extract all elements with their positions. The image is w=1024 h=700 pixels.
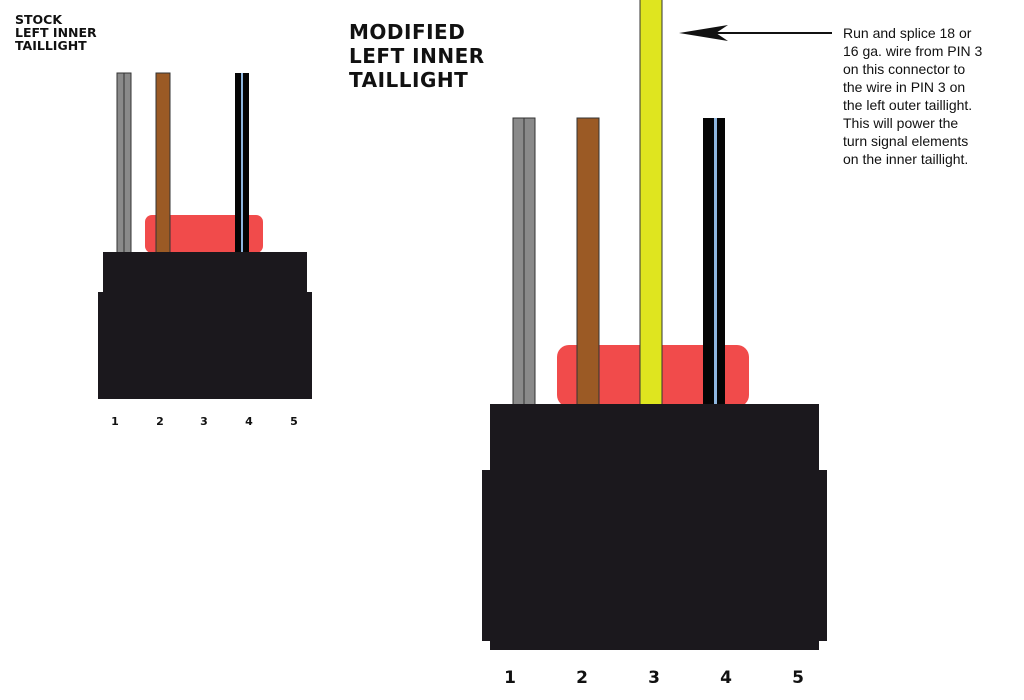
stock-connector: 1 2 3 4 5 — [98, 72, 312, 428]
modified-pin-label-2: 2 — [576, 668, 588, 688]
stock-wire-pin-1-gray — [116, 72, 132, 254]
modified-pin-label-5: 5 — [792, 668, 804, 688]
modified-wire-pin-2-brown — [576, 117, 600, 409]
modified-wire-pin-1-gray — [512, 117, 536, 409]
stock-title-line-3: TAILLIGHT — [15, 38, 87, 54]
modified-connector-body-bottom — [490, 636, 819, 650]
stock-title: STOCK LEFT INNER TAILLIGHT — [15, 12, 97, 54]
modified-connector-body-top — [490, 404, 819, 476]
modified-title: MODIFIED LEFT INNER TAILLIGHT — [349, 20, 485, 92]
modified-pin-label-3: 3 — [648, 668, 660, 688]
modified-wire-pin-4-black-blue — [703, 118, 725, 408]
stock-pin-label-2: 2 — [156, 415, 164, 428]
stock-latch — [145, 215, 263, 253]
stock-pin-label-5: 5 — [290, 415, 298, 428]
stock-connector-body — [98, 292, 312, 399]
left-arrow-icon — [679, 25, 832, 41]
stock-pin-label-4: 4 — [245, 415, 253, 428]
stock-connector-body-top — [103, 252, 307, 297]
modified-connector-body — [482, 470, 827, 641]
stock-wire-pin-4-black-blue — [235, 73, 249, 253]
stock-pin-label-1: 1 — [111, 415, 119, 428]
modified-title-line-1: MODIFIED — [349, 20, 466, 44]
stock-title-line-1: STOCK — [15, 12, 63, 27]
modified-connector: 1 2 3 4 5 — [482, 0, 827, 688]
stock-wire-pin-2-brown — [155, 72, 171, 254]
stock-pin-label-3: 3 — [200, 415, 208, 428]
modified-pin-label-1: 1 — [504, 668, 516, 688]
stock-title-line-2: LEFT INNER — [15, 25, 97, 41]
modified-wire-pin-3-yellow — [639, 0, 663, 409]
modified-title-line-3: TAILLIGHT — [349, 68, 469, 92]
modified-title-line-2: LEFT INNER — [349, 44, 485, 68]
splice-instruction-note: Run and splice 18 or 16 ga. wire from PI… — [843, 25, 983, 167]
modified-pin-label-4: 4 — [720, 668, 732, 688]
